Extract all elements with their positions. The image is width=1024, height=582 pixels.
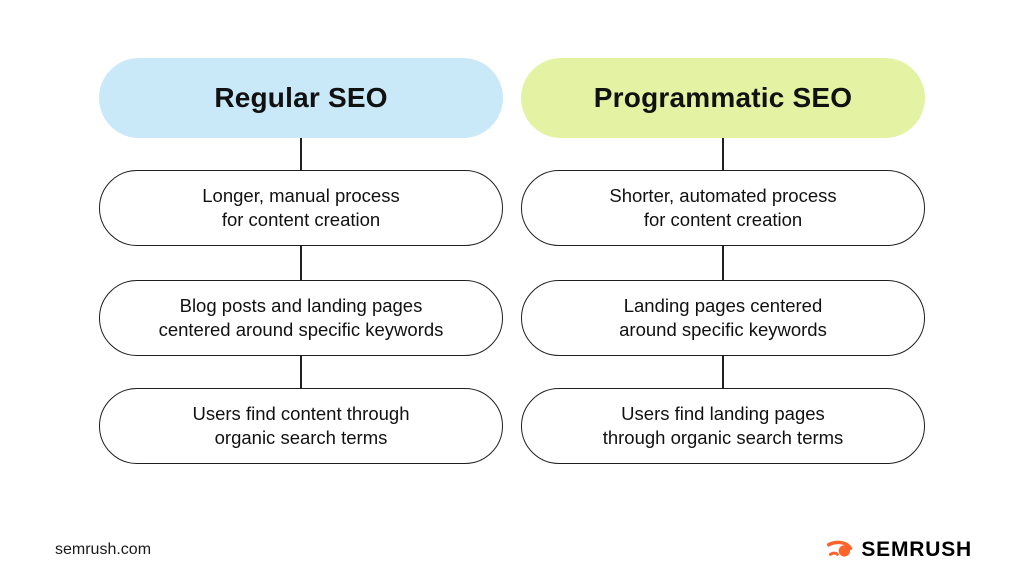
programmatic-seo-item-1: Shorter, automated process for content c… xyxy=(521,170,925,246)
programmatic-seo-item-3: Users find landing pages through organic… xyxy=(521,388,925,464)
connector-line xyxy=(300,246,302,280)
semrush-logo-text: SEMRUSH xyxy=(861,538,972,561)
programmatic-seo-item-2: Landing pages centered around specific k… xyxy=(521,280,925,356)
regular-seo-item-1: Longer, manual process for content creat… xyxy=(99,170,503,246)
column-regular-seo: Regular SEO Longer, manual process for c… xyxy=(99,58,503,464)
connector-line xyxy=(722,356,724,388)
regular-seo-item-2: Blog posts and landing pages centered ar… xyxy=(99,280,503,356)
header-regular-seo: Regular SEO xyxy=(99,58,503,138)
semrush-flame-icon xyxy=(826,536,854,564)
regular-seo-item-3: Users find content through organic searc… xyxy=(99,388,503,464)
header-programmatic-seo: Programmatic SEO xyxy=(521,58,925,138)
column-programmatic-seo: Programmatic SEO Shorter, automated proc… xyxy=(521,58,925,464)
footer: semrush.com SEMRUSH xyxy=(0,536,1024,564)
connector-line xyxy=(300,138,302,170)
footer-site-text: semrush.com xyxy=(55,541,152,558)
semrush-logo: SEMRUSH xyxy=(826,536,972,564)
connector-line xyxy=(300,356,302,388)
comparison-diagram: Regular SEO Longer, manual process for c… xyxy=(99,58,925,464)
connector-line xyxy=(722,138,724,170)
connector-line xyxy=(722,246,724,280)
